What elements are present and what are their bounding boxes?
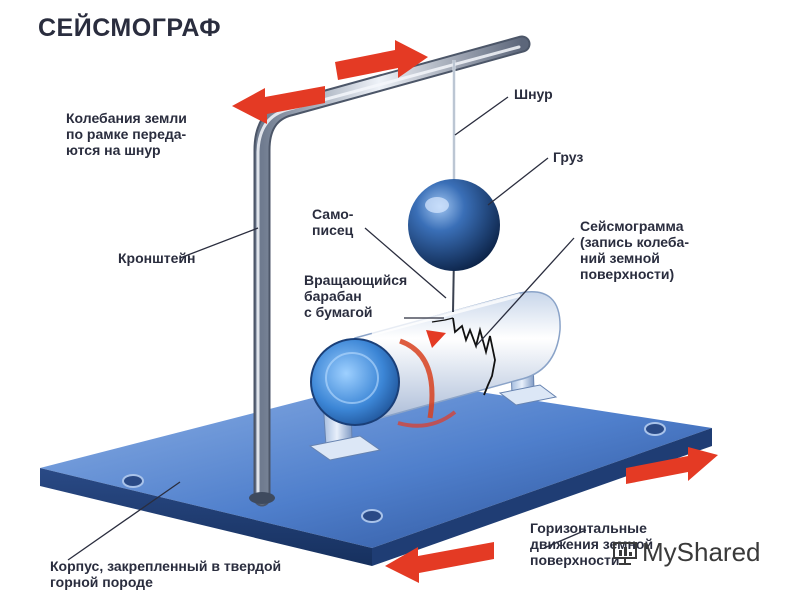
watermark: MyShared bbox=[612, 537, 761, 568]
label-cord: Шнур bbox=[514, 86, 553, 102]
rotating-drum bbox=[310, 291, 561, 428]
leader-lines bbox=[67, 96, 587, 561]
label-weight: Груз bbox=[553, 149, 584, 165]
arrow-left-icon bbox=[385, 542, 494, 583]
weight-ball bbox=[408, 179, 500, 271]
label-drum: Вращающийся барабан с бумагой bbox=[304, 272, 408, 320]
presentation-logo-icon bbox=[613, 541, 637, 565]
screw-icon bbox=[361, 509, 383, 523]
label-seismogram: Сейсмограмма (запись колеба- ний земной … bbox=[580, 218, 689, 282]
label-pen: Само- писец bbox=[312, 206, 354, 238]
label-horizontal-motion: Горизонтальные движения земной поверхнос… bbox=[530, 520, 654, 568]
arrow-right-icon bbox=[335, 40, 428, 80]
label-frame-note: Колебания земли по рамке переда- ются на… bbox=[66, 110, 187, 158]
seismogram-trace bbox=[452, 317, 496, 396]
screw-icon bbox=[122, 474, 144, 488]
diagram-title: СЕЙСМОГРАФ bbox=[38, 14, 222, 42]
arrow-left-icon bbox=[232, 86, 325, 124]
label-base: Корпус, закрепленный в твердой горной по… bbox=[50, 558, 282, 590]
motion-arrows bbox=[232, 40, 718, 583]
label-bracket: Кронштейн bbox=[118, 250, 196, 266]
screw-icon bbox=[644, 422, 666, 436]
arrow-right-icon bbox=[626, 447, 718, 484]
watermark-text: MyShared bbox=[642, 537, 761, 567]
rotation-arrow-icon bbox=[426, 330, 446, 348]
